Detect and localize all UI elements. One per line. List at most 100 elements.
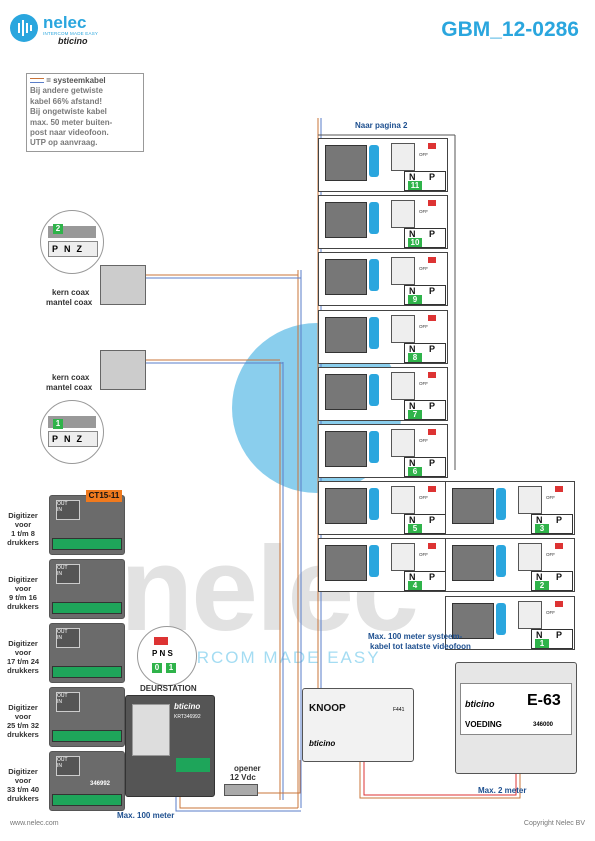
off-label: OFF <box>546 609 555 615</box>
power-supply-part: 346000 <box>533 722 554 728</box>
on-off-switch: OFF <box>419 143 441 157</box>
on-off-switch: OFF <box>419 257 441 271</box>
videophone-screen <box>518 543 542 572</box>
videophone-number: 9 <box>408 295 422 305</box>
on-off-switch: OFF <box>419 200 441 214</box>
on-off-switch: OFF <box>419 314 441 329</box>
videophone-module <box>325 202 367 239</box>
connector-number: 1 <box>53 419 63 429</box>
note-line: post naar videofoon. <box>30 128 109 138</box>
knoop-module: KNOOP F441 bticino <box>302 688 414 762</box>
bticino-brand: bticino <box>58 36 88 46</box>
mantel-coax-label-2: mantel coax <box>46 383 93 392</box>
p-label: P <box>556 515 563 526</box>
videophone-number: 4 <box>408 581 422 591</box>
videophone-module <box>325 259 367 296</box>
n-label: N <box>409 343 416 354</box>
in-label: IN <box>57 763 62 769</box>
door-station-terminal <box>176 758 210 772</box>
brand-tagline: INTERCOM MADE EASY <box>43 31 99 36</box>
p-label: P <box>429 400 436 411</box>
videophone-module <box>325 431 367 467</box>
p-label: P <box>429 286 436 297</box>
videophone-number: 2 <box>535 581 549 591</box>
power-supply-model: E-63 <box>527 692 561 709</box>
digitizer-terminal <box>52 730 122 742</box>
videophone-module <box>452 545 494 582</box>
coax-module-top <box>100 265 146 305</box>
off-label: OFF <box>419 438 428 443</box>
videophone-terminals <box>496 545 506 578</box>
switch-on <box>555 600 563 607</box>
on-off-switch: OFF <box>546 486 568 500</box>
n-label: N <box>536 629 543 640</box>
n-label: N <box>409 458 416 468</box>
opener-label: opener <box>234 764 261 773</box>
digitizer-terminal <box>52 602 122 614</box>
to-page-2-label: Naar pagina 2 <box>355 121 408 130</box>
doc-number: GBM_12-0286 <box>441 18 579 41</box>
videophone-screen <box>391 429 415 457</box>
switch-on <box>428 257 436 264</box>
off-label: OFF <box>419 380 428 386</box>
p-label: P <box>429 172 436 182</box>
bottom-cables <box>175 760 521 812</box>
on-off-switch: OFF <box>419 429 441 443</box>
mantel-coax-label: mantel coax <box>46 298 93 307</box>
n-label: N <box>409 286 416 297</box>
digitizer-part-number: 346992 <box>90 781 111 787</box>
np-box: N P 10 <box>404 228 446 249</box>
in-label: IN <box>57 507 62 513</box>
max-100-system-label-2: kabel tot laatste videofoon <box>370 642 471 651</box>
note-title: = systeemkabel <box>30 76 140 86</box>
off-label: OFF <box>419 266 428 272</box>
np-box: N P 8 <box>404 342 446 363</box>
videophone-number: 10 <box>408 238 422 248</box>
np-box: N P 1 <box>531 628 573 649</box>
max-100-meter-label: Max. 100 meter <box>117 811 175 820</box>
door-station-brand: bticino <box>174 702 201 711</box>
power-supply-brand: bticino <box>465 699 495 709</box>
videophone-terminals <box>369 145 379 177</box>
n-label: N <box>409 172 416 182</box>
dip-switch <box>154 637 168 645</box>
videophone-module <box>325 545 367 582</box>
note-line: Bij ongetwiste kabel <box>30 107 107 117</box>
in-label: IN <box>57 571 62 577</box>
on-off-switch: OFF <box>546 600 568 615</box>
knoop-code: F441 <box>393 707 405 713</box>
np-box: N P 9 <box>404 285 446 306</box>
off-label: OFF <box>419 209 428 215</box>
switch-on <box>428 486 436 493</box>
videophone-unit: OFF N P 10 <box>318 195 448 250</box>
switch-on <box>555 486 563 493</box>
door-station-label: DEURSTATION <box>140 684 197 693</box>
n-label: N <box>409 229 416 240</box>
off-label: OFF <box>546 495 555 501</box>
switch-on <box>428 314 436 321</box>
videophone-screen <box>391 314 415 343</box>
nelec-logo: nelec INTERCOM MADE EASY bticino <box>10 13 105 46</box>
note-line: max. 50 meter buiten- <box>30 117 113 127</box>
power-supply-panel: bticino E-63 VOEDING 346000 <box>460 683 572 735</box>
videophone-module <box>325 316 367 353</box>
videophone-terminals <box>369 431 379 463</box>
off-label: OFF <box>419 495 428 501</box>
switch-on <box>428 143 436 149</box>
p-label: P <box>429 229 436 240</box>
np-box: N P 5 <box>404 514 446 535</box>
note-line: Bij andere getwiste <box>30 86 103 96</box>
footer-website: www.nelec.com <box>10 820 59 827</box>
kern-coax-label: kern coax <box>52 288 90 297</box>
